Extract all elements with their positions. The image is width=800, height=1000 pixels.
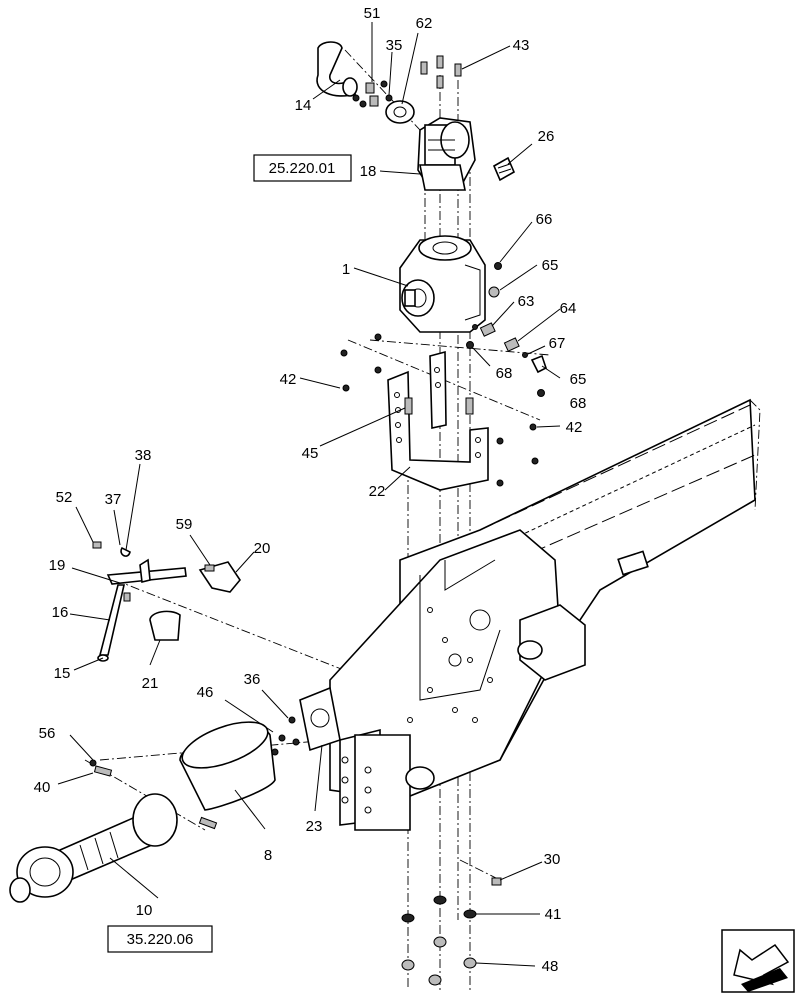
bolts-43 <box>420 55 462 89</box>
callout-63: 63 <box>518 293 535 310</box>
callout-14: 14 <box>295 97 312 114</box>
callout-62: 62 <box>416 15 433 32</box>
flange-62 <box>385 100 415 124</box>
gearbox-1 <box>399 235 486 333</box>
callout-1: 1 <box>342 261 350 278</box>
callout-68: 68 <box>570 395 587 412</box>
callout-18: 18 <box>360 163 377 180</box>
callout-40: 40 <box>34 779 51 796</box>
callout-65: 65 <box>542 257 559 274</box>
callout-46: 46 <box>197 684 214 701</box>
callout-38: 38 <box>135 447 152 464</box>
callout-64: 64 <box>560 300 577 317</box>
callout-26: 26 <box>538 128 555 145</box>
callout-8: 8 <box>264 847 272 864</box>
hose-elbow <box>316 41 358 97</box>
frame-tongue <box>329 398 761 831</box>
reference-label: 35.220.06 <box>127 931 194 948</box>
callout-67: 67 <box>549 335 566 352</box>
callout-10: 10 <box>136 902 153 919</box>
callout-45: 45 <box>302 445 319 462</box>
leader-lines <box>57 22 561 967</box>
reference-box-25-220-01[interactable]: 25.220.01 <box>253 154 352 182</box>
arrow-back-icon[interactable] <box>721 929 795 993</box>
callout-16: 16 <box>52 604 69 621</box>
driveline-10 <box>9 759 218 903</box>
shield-8 <box>179 721 276 811</box>
callout-42: 42 <box>566 419 583 436</box>
callout-30: 30 <box>544 851 561 868</box>
callout-22: 22 <box>369 483 386 500</box>
callout-43: 43 <box>513 37 530 54</box>
callout-59: 59 <box>176 516 193 533</box>
callout-41: 41 <box>545 906 562 923</box>
callout-15: 15 <box>54 665 71 682</box>
reference-box-35-220-06[interactable]: 35.220.06 <box>107 925 213 953</box>
callout-66: 66 <box>536 211 553 228</box>
callout-68: 68 <box>496 365 513 382</box>
callout-21: 21 <box>142 675 159 692</box>
callout-51: 51 <box>364 5 381 22</box>
reference-label: 25.220.01 <box>269 160 336 177</box>
bracket-22 <box>340 333 539 491</box>
bottom-hardware <box>401 877 502 986</box>
fittings-51-35 <box>352 80 393 108</box>
callout-42: 42 <box>280 371 297 388</box>
callout-19: 19 <box>49 557 66 574</box>
linkage-parts <box>92 541 241 662</box>
small-fittings-63-68 <box>466 262 547 397</box>
callout-35: 35 <box>386 37 403 54</box>
hydraulic-pump-18 <box>417 117 476 191</box>
callout-labels: 51 35 62 43 14 26 18 66 1 65 63 64 67 68… <box>34 5 587 975</box>
callout-20: 20 <box>254 540 271 557</box>
callout-56: 56 <box>39 725 56 742</box>
callout-37: 37 <box>105 491 122 508</box>
callout-52: 52 <box>56 489 73 506</box>
callout-23: 23 <box>306 818 323 835</box>
plate-23 <box>271 686 341 756</box>
callout-36: 36 <box>244 671 261 688</box>
callout-65: 65 <box>570 371 587 388</box>
assembly-centerlines <box>84 49 551 990</box>
callout-48: 48 <box>542 958 559 975</box>
